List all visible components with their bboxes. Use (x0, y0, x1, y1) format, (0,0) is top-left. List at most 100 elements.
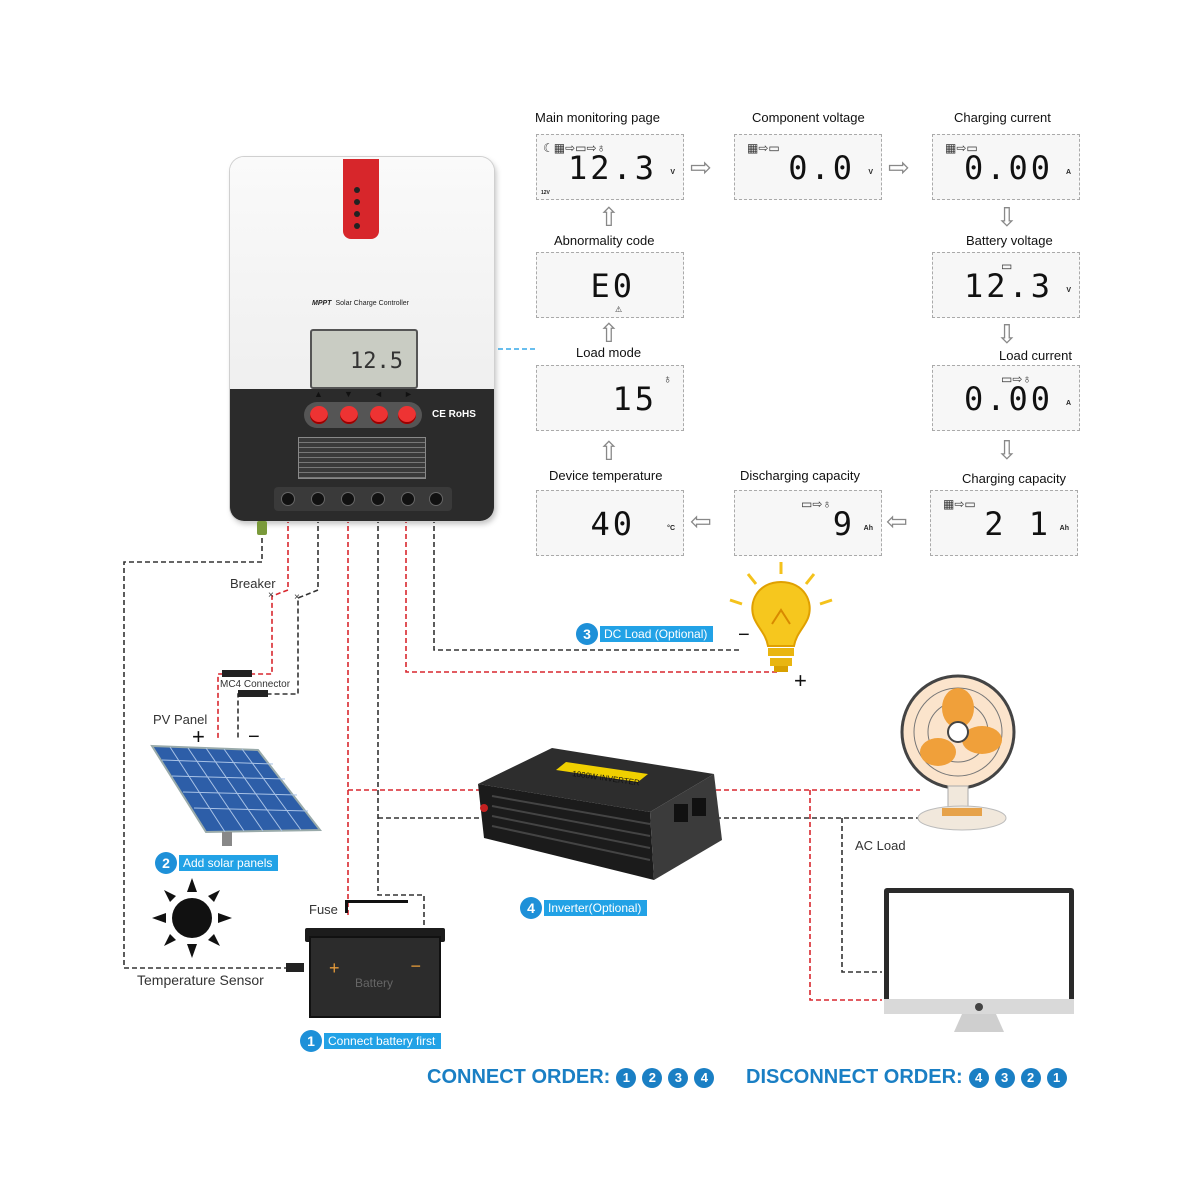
plus-sign: + (329, 958, 340, 978)
panel-unit: V (868, 169, 873, 176)
fuse-label: Fuse (309, 902, 338, 917)
ac-monitor-wire-black (841, 818, 882, 973)
disconnect-order-label: DISCONNECT ORDER: (746, 1066, 963, 1088)
panel-unit: Ah (863, 525, 873, 532)
inverter-icon: 1000W INVERTER (478, 748, 722, 880)
controller-button-bar (304, 402, 422, 428)
down-arrow-icon: ⇩ (996, 202, 1018, 232)
terminal-icon (430, 493, 442, 505)
light-bulb-icon (729, 562, 833, 672)
panel-value: 9 (832, 505, 855, 543)
terminal-icon (312, 493, 324, 505)
certification-marks: CE RoHS (432, 409, 476, 420)
terminal-icon (342, 493, 354, 505)
ac-monitor-wire-red (809, 790, 882, 1001)
panel-value: 15 (612, 380, 657, 418)
order-number: 4 (968, 1067, 989, 1088)
terminal-icon (282, 493, 294, 505)
right-button[interactable] (398, 406, 416, 424)
panel-tag: 12V (541, 190, 550, 196)
lcd-panel-main: ☾▦⇨▭⇨♁ 12.3 V 12V (536, 134, 684, 200)
warning-icon: ⚠ (615, 305, 623, 314)
ac-load-label: AC Load (855, 838, 906, 853)
left-button[interactable] (370, 406, 388, 424)
solar-panel-icon (150, 744, 323, 846)
indicator-panel (343, 159, 379, 239)
lcd-panel-discharging: ▭⇨♁ 9 Ah (734, 490, 882, 556)
panel-title: Device temperature (549, 468, 663, 483)
plus-sign: + (192, 724, 205, 749)
lcd-panel-load-mode: ♁ 15 (536, 365, 684, 431)
fuse-icon (345, 900, 408, 913)
solar-battery-icon: ▦⇨▭ (747, 141, 780, 155)
panel-unit: V (670, 169, 675, 176)
panel-value: 40 (590, 505, 635, 543)
fan-icon (900, 674, 1016, 831)
terminal-icon (372, 493, 384, 505)
pv-positive-wire (217, 510, 289, 740)
down-button[interactable] (340, 406, 358, 424)
right-arrow-icon: ⇨ (888, 152, 910, 182)
step-number: 3 (576, 623, 598, 645)
led-icon (354, 211, 360, 217)
order-number: 4 (694, 1067, 715, 1088)
minus-sign: − (248, 726, 260, 748)
panel-unit: Ah (1059, 525, 1069, 532)
panel-value: 12.3 (963, 267, 1053, 305)
terminal-icon (402, 493, 414, 505)
left-arrow-icon: ⇦ (886, 506, 908, 536)
pv-panel-label: PV Panel (153, 712, 208, 727)
up-button[interactable] (310, 406, 328, 424)
battery-load-icon: ▭⇨♁ (1001, 372, 1032, 386)
panel-title: Charging capacity (962, 471, 1067, 486)
step-inverter: 4 Inverter(Optional) (520, 897, 648, 919)
up-arrow-icon: ⇧ (598, 202, 620, 232)
temp-sensor-wire (123, 530, 290, 969)
panel-title: Battery voltage (966, 233, 1053, 248)
step-number: 4 (520, 897, 542, 919)
order-number: 1 (616, 1067, 637, 1088)
svg-text:×: × (268, 590, 274, 601)
load-negative-wire (433, 510, 740, 651)
down-arrow-icon: ▼ (344, 389, 353, 399)
left-arrow-icon: ◄ (374, 389, 383, 399)
battery-negative-wire (377, 510, 425, 930)
lcd-panel-abnormality: E0 ⚠ (536, 252, 684, 318)
terminal-block (274, 487, 452, 511)
panel-title: Component voltage (752, 110, 865, 125)
svg-text:×: × (294, 592, 300, 603)
left-arrow-icon: ⇦ (690, 506, 712, 536)
order-number: 2 (1020, 1067, 1041, 1088)
panel-value: 12.3 (567, 149, 657, 187)
sun-icon (152, 878, 232, 958)
temperature-sensor-label: Temperature Sensor (137, 972, 264, 988)
led-icon (354, 187, 360, 193)
battery-label: Battery (355, 976, 394, 990)
battery-icon: + − Battery (305, 924, 445, 1018)
up-arrow-icon: ▲ (314, 389, 323, 399)
order-number: 3 (994, 1067, 1015, 1088)
panel-value: 2 1 (984, 505, 1051, 543)
mc4-label: MC4 Connector (220, 679, 291, 690)
lcd-panel-load-current: ▭⇨♁ 0.00 A (932, 365, 1080, 431)
plus-sign: + (794, 668, 807, 693)
step-text: Add solar panels (179, 855, 279, 871)
right-arrow-icon: ► (404, 389, 413, 399)
battery-icon: ▭ (1001, 259, 1013, 273)
controller-lcd: 12.5 (310, 329, 418, 389)
load-positive-wire (405, 510, 780, 673)
spec-table (298, 437, 426, 479)
monitor-icon (884, 888, 1074, 1032)
step-text: Connect battery first (324, 1033, 442, 1049)
order-number: 2 (642, 1067, 663, 1088)
panel-unit: A (1065, 169, 1071, 176)
panel-value: 0.0 (788, 149, 855, 187)
panel-title: Charging current (954, 110, 1051, 125)
up-arrow-icon: ⇧ (598, 436, 620, 466)
breaker-label: Breaker (230, 576, 276, 591)
panel-title: Abnormality code (554, 233, 655, 248)
controller-lcd-value: 12.5 (350, 349, 403, 374)
panel-value: E0 (590, 267, 635, 305)
